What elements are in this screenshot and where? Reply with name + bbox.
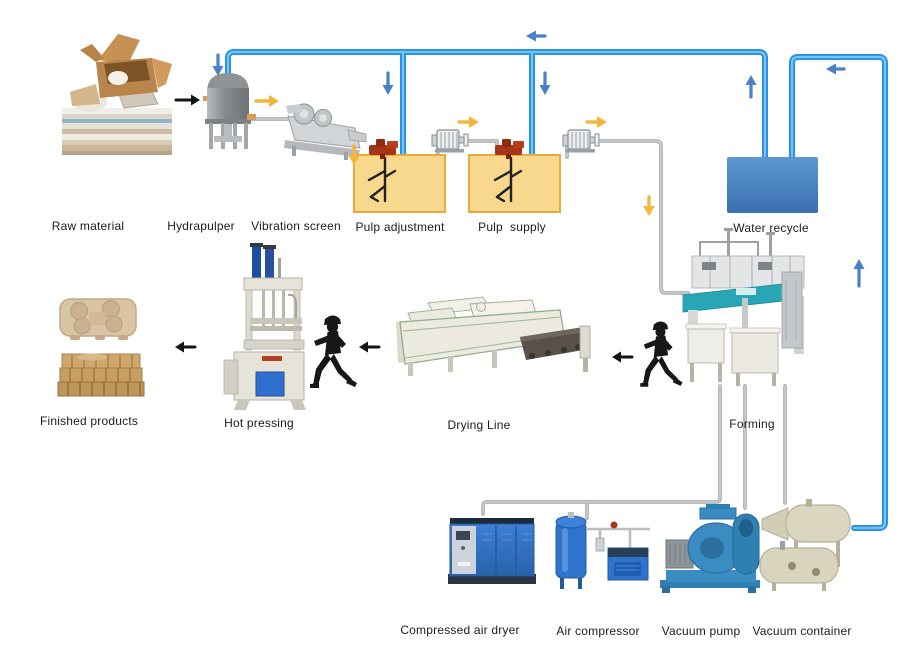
label-hydrapulper: Hydrapulper [167, 219, 235, 233]
compressed-air-dryer-machine [448, 518, 536, 584]
label-drying-line: Drying Line [447, 418, 511, 432]
worker-icon [310, 315, 357, 388]
pulp-adjustment-tank [353, 139, 446, 213]
arrow-left-drying-to-hotpress-icon [359, 341, 381, 353]
label-finished-products: Finished products [39, 414, 139, 428]
label-vibration-screen: Vibration screen [251, 219, 341, 233]
pulp-pump-2 [562, 129, 600, 154]
vacuum-pump-machine [660, 504, 760, 593]
forming-machine [682, 228, 805, 386]
arrow-down-into-pulp-adjustment-icon [382, 71, 394, 95]
arrow-left-forming-to-drying-icon [612, 351, 634, 363]
arrow-right-raw-to-hydrapulper-icon [174, 94, 200, 106]
arrow-down-screen-to-tank-icon [348, 144, 360, 165]
label-pulp-adjustment: Pulp adjustment [355, 220, 445, 234]
pulp-pump-1 [431, 129, 469, 154]
label-air-compressor: Air compressor [556, 624, 640, 638]
arrow-left-top-line-icon [526, 30, 547, 42]
label-raw-material: Raw material [51, 219, 125, 233]
label-vacuum-container: Vacuum container [752, 624, 852, 638]
water-pipes [225, 49, 888, 531]
arrow-left-top-right-line-icon [826, 63, 846, 75]
label-compressed-air-dryer: Compressed air dryer [400, 623, 520, 637]
air-compressor-machine [555, 512, 650, 589]
water-recycle-tank [727, 157, 818, 213]
arrow-down-into-pulp-supply-icon [539, 71, 551, 95]
label-forming: Forming [729, 417, 775, 431]
vacuum-container-tanks [759, 499, 851, 591]
hydrapulper-machine [203, 73, 256, 149]
raw-material-pile [62, 34, 172, 155]
pulp-supply-tank [468, 139, 561, 213]
gray-pipes [246, 117, 787, 520]
drying-line-machine [396, 296, 591, 376]
arrow-down-to-forming-icon [643, 195, 655, 216]
pulp-flow-arrows [254, 95, 655, 216]
arrow-down-into-hydrapulper-icon [212, 53, 224, 76]
arrow-up-from-water-recycle-icon [745, 75, 757, 99]
label-water-recycle: Water recycle [733, 221, 809, 235]
label-vacuum-pump: Vacuum pump [661, 624, 741, 638]
arrow-right-above-pump2-icon [585, 116, 607, 128]
finished-products [57, 298, 145, 397]
label-pulp-supply: Pulp supply [478, 220, 546, 234]
process-flow-arrows [174, 94, 634, 363]
label-hot-pressing: Hot pressing [224, 416, 294, 430]
worker-icon [640, 321, 683, 387]
water-flow-arrows [212, 30, 865, 288]
arrow-right-hydrapulper-to-screen-icon [254, 95, 279, 107]
hot-pressing-machine [223, 243, 306, 410]
arrow-right-above-pump1-icon [457, 116, 479, 128]
arrow-left-hotpress-to-finished-icon [175, 341, 197, 353]
vibration-screen-machine [284, 103, 367, 160]
arrow-up-right-line-icon [853, 259, 865, 288]
